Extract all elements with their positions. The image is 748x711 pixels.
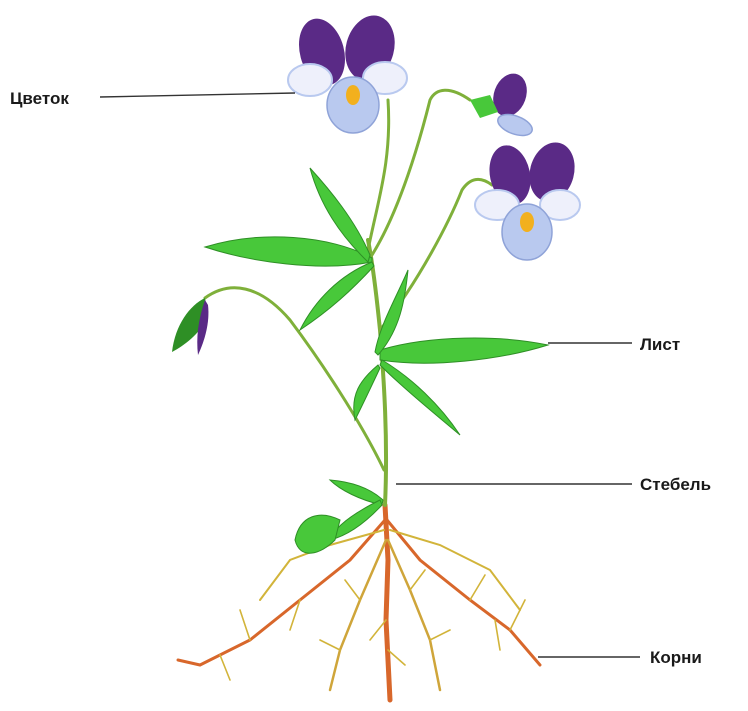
main-stem: [205, 90, 492, 505]
leaves: [205, 168, 548, 553]
flower-label: Цветок: [10, 89, 69, 108]
roots: [178, 505, 540, 700]
bud-left: [172, 298, 208, 355]
flower-middle: [475, 137, 581, 260]
stem-label: Стебель: [640, 475, 711, 494]
flower-leader-line: [100, 93, 295, 97]
leaf-label: Лист: [640, 335, 680, 354]
flower-side: [470, 69, 535, 140]
roots-label: Корни: [650, 648, 702, 667]
